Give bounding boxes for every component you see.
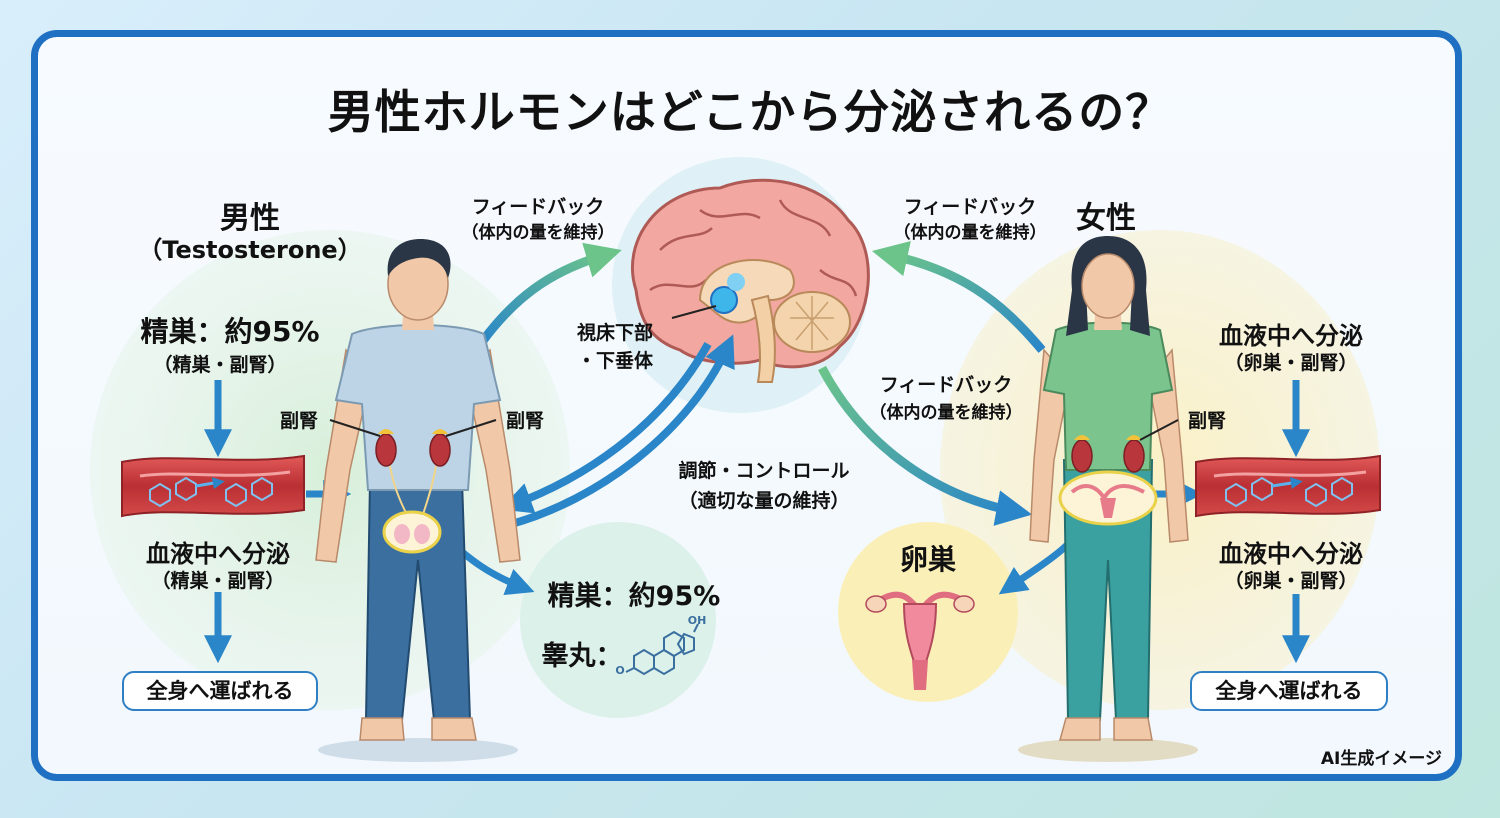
- female-whole-body-box: 全身へ運ばれる: [1190, 671, 1388, 711]
- female-blood-secretion-top: 血液中へ分泌: [1219, 322, 1363, 350]
- regulation-arrow-up: [506, 334, 735, 529]
- feedback-mid-label: フィードバック: [879, 374, 1013, 396]
- male-heading: 男性: [220, 201, 280, 236]
- male-blood-vessel: [121, 454, 305, 518]
- feedback-arrow-male: [478, 242, 622, 345]
- regulation-arrow-female: [818, 365, 1033, 526]
- female-blood-vessel: [1195, 454, 1381, 518]
- molecule-oh-label: OH: [687, 614, 707, 627]
- male-figure: [315, 239, 521, 762]
- regulation-label: 調節・コントロール: [678, 460, 850, 482]
- testicle-label: 睾丸：: [541, 641, 623, 672]
- female-heading: 女性: [1076, 201, 1136, 236]
- regulation-arrow-down: [499, 342, 712, 514]
- female-adrenal-label: 副腎: [1187, 410, 1226, 432]
- male-adrenal-left-label: 副腎: [279, 410, 318, 432]
- ovary-heading: 卵巣: [899, 543, 956, 576]
- steroid-molecule-icon: [625, 623, 699, 676]
- male-whole-body-box: 全身へ運ばれる: [122, 671, 318, 711]
- feedback-right-sub: （体内の量を維持）: [893, 223, 1047, 243]
- female-blood-secretion-sub: （卵巣・副腎）: [1224, 570, 1358, 592]
- male-testis-share: 精巣：約95%: [140, 315, 320, 348]
- feedback-right-label: フィードバック: [903, 196, 1037, 218]
- male-subheading: （Testosterone）: [138, 236, 362, 264]
- uterus-illustration: [865, 591, 975, 690]
- female-figure: [1018, 236, 1198, 762]
- hypothalamus-label: 視床下部: [576, 322, 653, 344]
- feedback-mid-sub: （体内の量を維持）: [869, 403, 1023, 423]
- male-blood-secretion-sub: （精巣・副腎）: [151, 570, 285, 592]
- brain-illustration: [630, 178, 870, 383]
- ai-generated-watermark: AI生成イメージ: [1320, 749, 1442, 769]
- feedback-left-label: フィードバック: [471, 196, 605, 218]
- page-title: 男性ホルモンはどこから分泌されるの？: [327, 85, 1173, 139]
- female-blood-secretion-top-sub: （卵巣・副腎）: [1224, 352, 1358, 374]
- male-blood-secretion: 血液中へ分泌: [146, 540, 290, 568]
- regulation-sub: （適切な量の維持）: [678, 490, 850, 512]
- testis-callout-label: 精巣：約95%: [547, 581, 721, 612]
- feedback-arrow-female: [871, 240, 1046, 353]
- testis-background-circle: [520, 522, 716, 718]
- male-testis-share-sub: （精巣・副腎）: [153, 354, 287, 376]
- feedback-left-sub: （体内の量を維持）: [461, 223, 615, 243]
- male-adrenal-right-label: 副腎: [505, 410, 544, 432]
- molecule-o-label: O: [615, 664, 625, 677]
- female-background-circle: [940, 230, 1380, 710]
- female-blood-secretion: 血液中へ分泌: [1219, 540, 1363, 568]
- pituitary-label: ・下垂体: [576, 350, 653, 372]
